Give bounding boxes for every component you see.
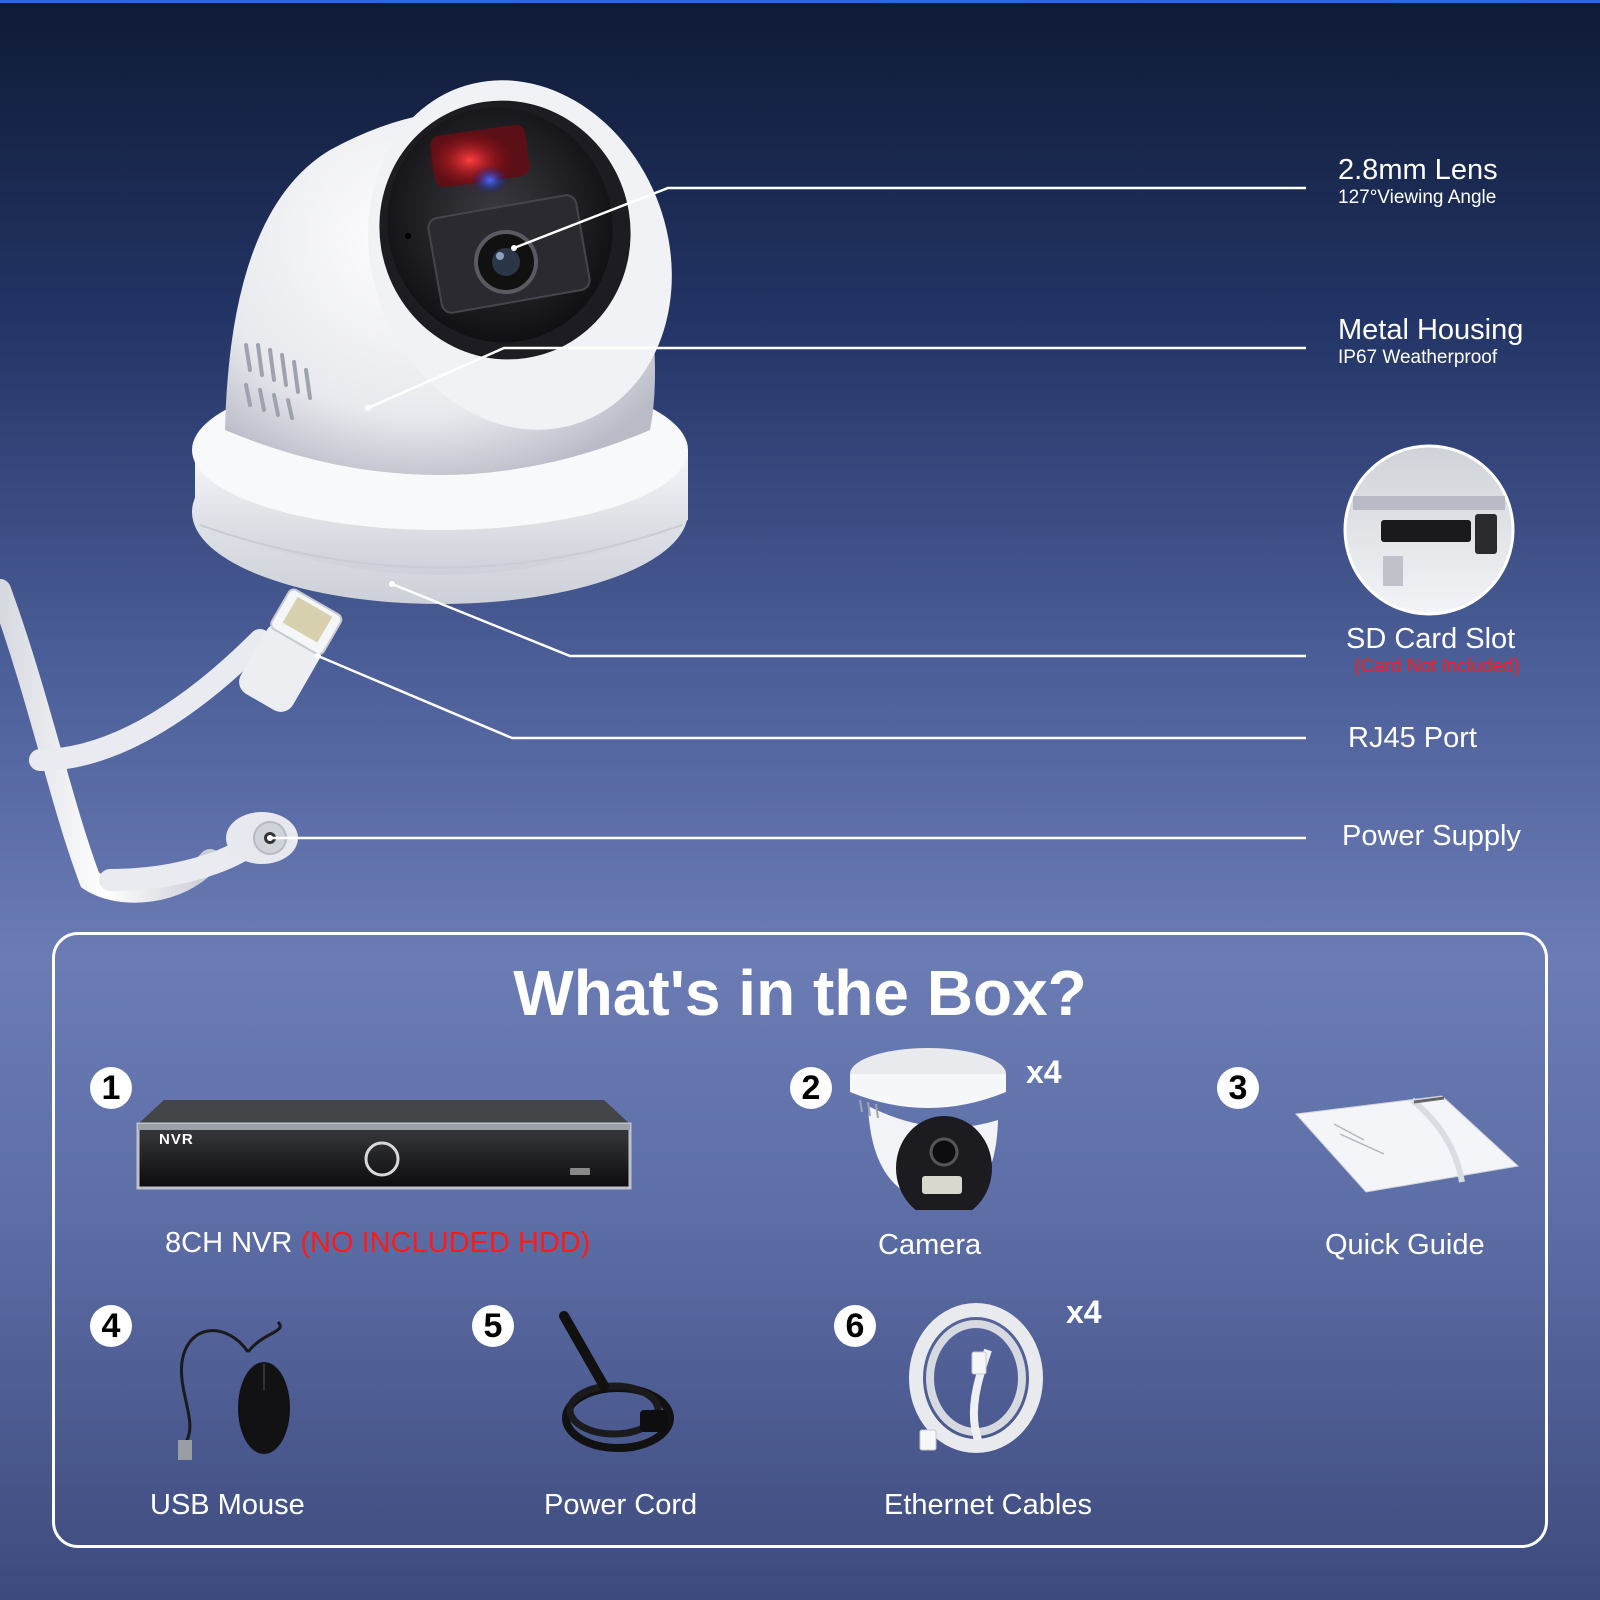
item-label-usb-mouse: USB Mouse — [150, 1489, 305, 1521]
camera-device-image — [850, 1048, 1006, 1210]
ethernet-cables-image — [909, 1303, 1043, 1453]
box-contents-panel — [52, 932, 1548, 1548]
feature-title: SD Card Slot — [1346, 623, 1516, 655]
item-label-nvr: 8CH NVR (NO INCLUDED HDD) — [165, 1226, 590, 1260]
feature-subtitle: 127°Viewing Angle — [1338, 187, 1497, 208]
nvr-device-text: NVR — [159, 1131, 194, 1148]
item-number-2: 2 — [790, 1067, 832, 1109]
feature-power: Power Supply — [1342, 820, 1521, 852]
item-label-note: (NO INCLUDED HDD) — [300, 1227, 591, 1259]
power-cord-image — [559, 1311, 674, 1452]
sd-card-slot-closeup — [1343, 444, 1515, 616]
item-label-quick-guide: Quick Guide — [1325, 1229, 1485, 1261]
feature-title: RJ45 Port — [1348, 722, 1477, 754]
feature-title: 2.8mm Lens — [1338, 154, 1498, 186]
feature-lens: 2.8mm Lens 127°Viewing Angle — [1338, 154, 1498, 210]
item-quantity-camera: x4 — [1026, 1054, 1062, 1090]
nvr-device-image — [136, 1100, 632, 1190]
feature-subtitle: (Card Not Included) — [1354, 656, 1520, 677]
usb-mouse-image — [178, 1320, 290, 1460]
dome-camera-illustration — [0, 80, 688, 903]
top-accent-line — [0, 0, 1600, 3]
item-number-5: 5 — [472, 1305, 514, 1347]
feature-sd-card: SD Card Slot (Card Not Included) — [1346, 623, 1520, 679]
item-number-6: 6 — [834, 1305, 876, 1347]
item-number-1: 1 — [90, 1067, 132, 1109]
item-label-camera: Camera — [878, 1229, 982, 1261]
feature-subtitle: IP67 Weatherproof — [1338, 347, 1498, 368]
item-label-ethernet-cables: Ethernet Cables — [884, 1489, 1092, 1521]
feature-title: Metal Housing — [1338, 314, 1524, 346]
item-quantity-ethernet: x4 — [1066, 1294, 1102, 1330]
feature-rj45: RJ45 Port — [1348, 722, 1477, 754]
item-label: 8CH NVR — [165, 1227, 293, 1259]
quick-guide-image — [1294, 1095, 1520, 1193]
item-label-power-cord: Power Cord — [544, 1489, 698, 1521]
item-number-3: 3 — [1217, 1067, 1259, 1109]
box-title: What's in the Box? — [513, 957, 1087, 1029]
feature-housing: Metal Housing IP67 Weatherproof — [1338, 314, 1523, 370]
item-number-4: 4 — [90, 1305, 132, 1347]
feature-title: Power Supply — [1342, 820, 1521, 852]
